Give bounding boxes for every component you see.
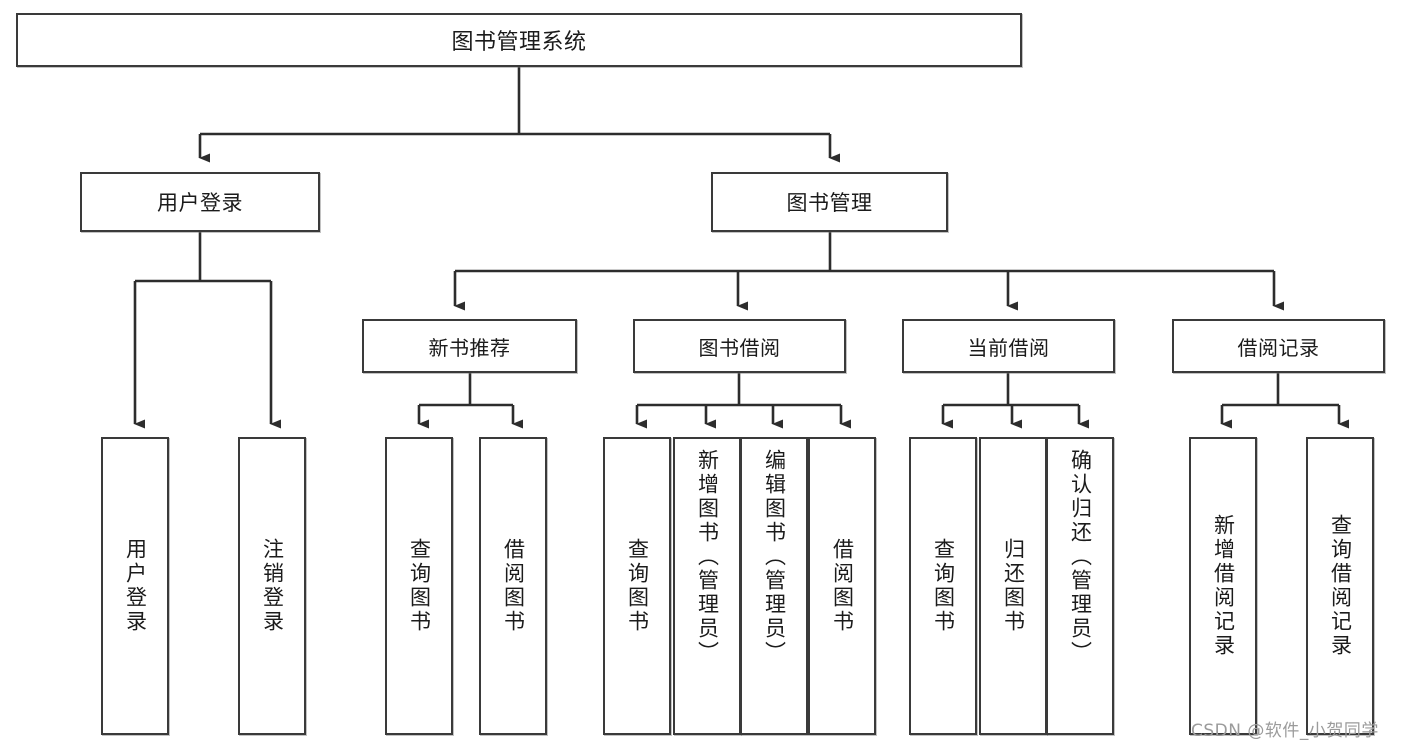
leaf-label: 查询图书 <box>407 538 432 634</box>
leaf-node[interactable]: 借阅图书 <box>479 437 547 735</box>
leaf-label: 编辑图书（管理员） <box>762 449 787 665</box>
leaf-node[interactable]: 新增图书（管理员） <box>673 437 741 735</box>
leaf-label: 查询图书 <box>931 538 956 634</box>
leaf-label: 新增借阅记录 <box>1211 514 1236 658</box>
node-new-book-recommend[interactable]: 新书推荐 <box>362 319 577 373</box>
node-user-login-label: 用户登录 <box>157 191 243 215</box>
node-book-borrow[interactable]: 图书借阅 <box>633 319 846 373</box>
node-borrow-record[interactable]: 借阅记录 <box>1172 319 1385 373</box>
node-borrow-record-label: 借阅记录 <box>1237 335 1320 360</box>
node-root-system[interactable]: 图书管理系统 <box>16 13 1022 67</box>
node-user-login[interactable]: 用户登录 <box>80 172 320 232</box>
leaf-label: 借阅图书 <box>830 538 855 634</box>
node-root-label: 图书管理系统 <box>451 30 587 55</box>
leaf-label: 借阅图书 <box>501 538 526 634</box>
leaf-node[interactable]: 查询借阅记录 <box>1306 437 1374 735</box>
node-new-book-recommend-label: 新书推荐 <box>428 335 511 360</box>
leaf-label: 确认归还（管理员） <box>1068 449 1093 665</box>
node-book-management[interactable]: 图书管理 <box>711 172 948 232</box>
node-book-borrow-label: 图书借阅 <box>698 335 781 360</box>
node-book-management-label: 图书管理 <box>786 191 873 215</box>
leaf-node[interactable]: 注销登录 <box>238 437 306 735</box>
leaf-node[interactable]: 新增借阅记录 <box>1189 437 1257 735</box>
leaf-node[interactable]: 归还图书 <box>979 437 1047 735</box>
leaf-label: 查询借阅记录 <box>1328 514 1353 658</box>
leaf-node[interactable]: 用户登录 <box>101 437 169 735</box>
node-current-borrow-label: 当前借阅 <box>967 335 1050 360</box>
leaf-node[interactable]: 编辑图书（管理员） <box>740 437 808 735</box>
leaf-label: 注销登录 <box>260 538 285 634</box>
leaf-label: 用户登录 <box>123 538 148 634</box>
leaf-label: 新增图书（管理员） <box>695 449 720 665</box>
leaf-node[interactable]: 确认归还（管理员） <box>1046 437 1114 735</box>
leaf-node[interactable]: 查询图书 <box>909 437 977 735</box>
watermark-text: CSDN @软件_小贺同学 <box>1191 721 1379 741</box>
leaf-node[interactable]: 查询图书 <box>603 437 671 735</box>
leaf-node[interactable]: 查询图书 <box>385 437 453 735</box>
leaf-label: 查询图书 <box>625 538 650 634</box>
leaf-label: 归还图书 <box>1001 538 1026 634</box>
node-current-borrow[interactable]: 当前借阅 <box>902 319 1115 373</box>
leaf-node[interactable]: 借阅图书 <box>808 437 876 735</box>
